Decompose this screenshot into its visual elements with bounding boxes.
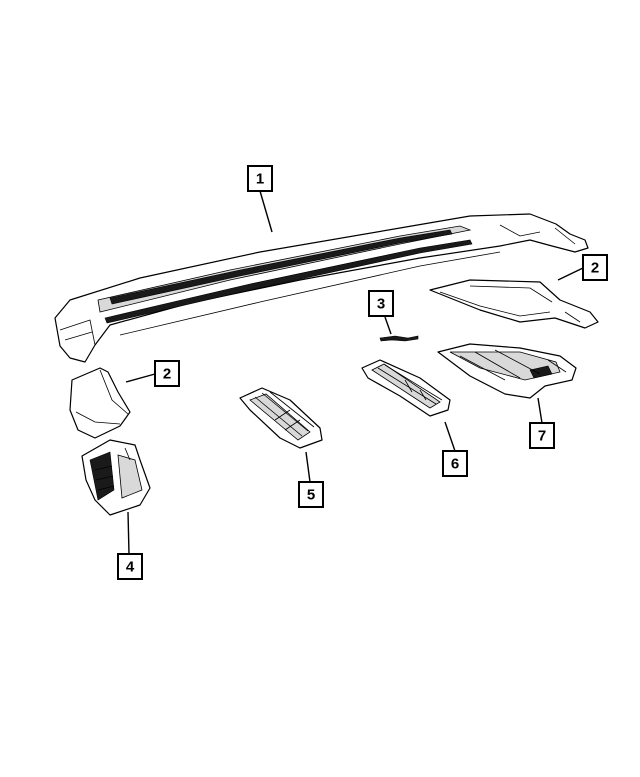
callout-7-label: 7 <box>538 428 546 445</box>
leader-2-right <box>557 267 584 281</box>
part-1-roof-rail <box>54 213 589 363</box>
part-5-roof-bow <box>239 387 323 449</box>
callout-2-left: 2 <box>154 360 180 387</box>
callout-2-right: 2 <box>582 254 608 281</box>
leader-2-left <box>125 373 156 383</box>
callout-5: 5 <box>298 481 324 508</box>
part-3-clip <box>379 335 419 342</box>
leader-lines <box>125 190 584 555</box>
leader-1 <box>259 190 273 233</box>
part-4-reinforcement <box>81 439 151 516</box>
part-7-front-header-panel <box>437 343 577 399</box>
callout-1: 1 <box>247 165 273 192</box>
callout-1-label: 1 <box>256 171 264 188</box>
part-6-roof-bow <box>361 359 451 417</box>
leader-4 <box>127 511 130 555</box>
leader-5 <box>305 451 311 483</box>
leader-6 <box>444 421 456 452</box>
leader-3 <box>384 316 392 335</box>
callout-2-left-label: 2 <box>163 366 171 383</box>
part-2-header-right <box>429 279 599 329</box>
callout-4: 4 <box>117 553 143 580</box>
callout-3-label: 3 <box>377 296 385 313</box>
callout-3: 3 <box>368 290 394 317</box>
leader-7 <box>537 397 543 424</box>
callout-5-label: 5 <box>307 487 315 504</box>
callout-2-right-label: 2 <box>591 260 599 277</box>
part-2-corner-cap-left <box>69 367 131 439</box>
callout-6-label: 6 <box>451 456 459 473</box>
callout-6: 6 <box>442 450 468 477</box>
callout-4-label: 4 <box>126 559 135 576</box>
callout-7: 7 <box>529 422 555 449</box>
